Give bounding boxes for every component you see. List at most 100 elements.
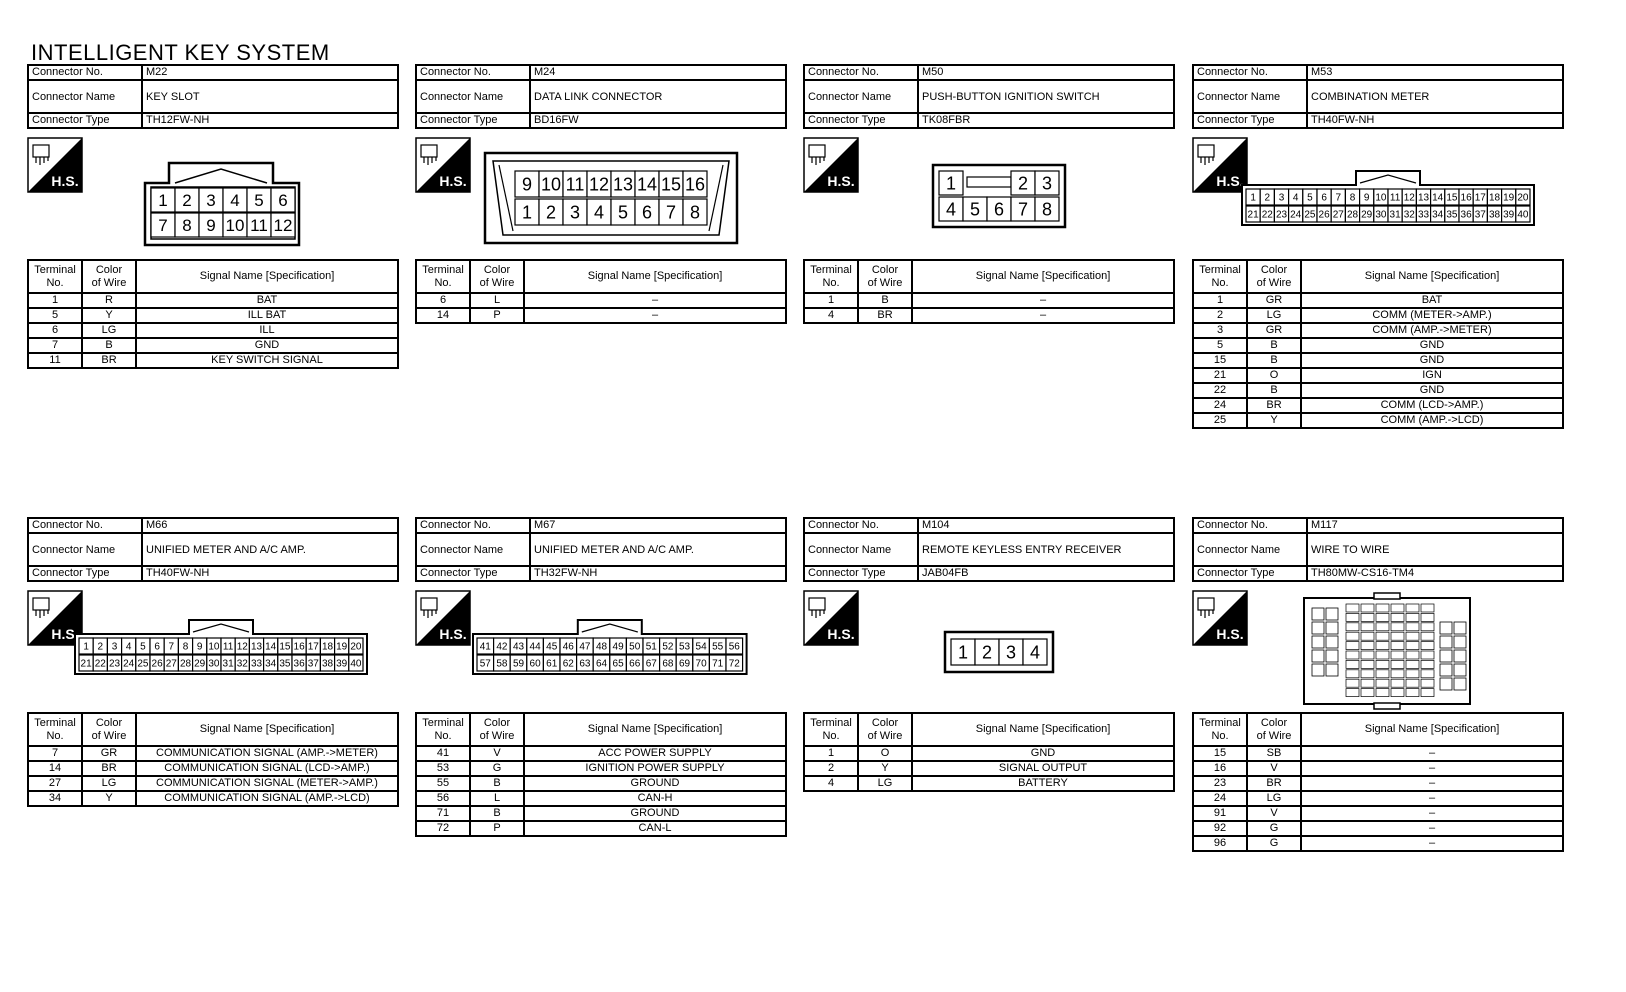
- wire-color-cell: BR: [1246, 397, 1302, 414]
- pin-number: 4: [1293, 193, 1299, 204]
- terminal-header-line2: No.: [434, 276, 452, 289]
- connector-name-value: UNIFIED METER AND A/C AMP.: [141, 532, 399, 567]
- signal-name-cell: GND: [911, 745, 1175, 762]
- pin-number: 6: [154, 642, 160, 653]
- pin-number: 54: [696, 642, 708, 653]
- pin-number: 47: [579, 642, 591, 653]
- pin-number: 4: [230, 191, 239, 210]
- pin-number: 50: [629, 642, 641, 653]
- pin-number: 38: [322, 659, 334, 670]
- pin-number: 7: [1018, 199, 1028, 219]
- pin-cell: [150, 187, 176, 213]
- wire-color-cell: B: [469, 805, 525, 822]
- wire-color-cell: Y: [1246, 412, 1302, 429]
- terminal-header-line2: No.: [1211, 276, 1229, 289]
- pin-number: 20: [350, 642, 362, 653]
- pin-number: 25: [1304, 210, 1316, 221]
- signal-name-cell: IGN: [1300, 367, 1564, 384]
- harness-side-icon: H.S.: [415, 137, 471, 193]
- pin-number: 40: [1517, 210, 1529, 221]
- color-header-line1: Color: [483, 716, 511, 729]
- pin-number: 13: [613, 174, 633, 194]
- terminal-no-cell: 6: [415, 292, 471, 309]
- signal-name-cell: –: [1300, 745, 1564, 762]
- connector-type-value: JAB04FB: [917, 565, 1175, 582]
- pin-number: 7: [169, 642, 175, 653]
- pin-number: 4: [946, 199, 956, 219]
- pin-number: 12: [1404, 193, 1416, 204]
- pin-number: 4: [126, 642, 132, 653]
- connector-type-value: TH40FW-NH: [1306, 112, 1564, 129]
- terminal-no-cell: 14: [415, 307, 471, 324]
- connector-name-value: WIRE TO WIRE: [1306, 532, 1564, 567]
- terminal-header-line2: No.: [46, 729, 64, 742]
- wire-color-cell: V: [1246, 805, 1302, 822]
- color-header-line1: Color: [1260, 263, 1288, 276]
- signal-name-cell: –: [1300, 790, 1564, 807]
- wire-color-cell: BR: [81, 352, 137, 369]
- wire-color-cell: LG: [81, 775, 137, 792]
- pin-number: 34: [1432, 210, 1444, 221]
- connector-no-label: Connector No.: [27, 64, 143, 81]
- pin-number: 2: [546, 202, 556, 222]
- pin-number: 9: [197, 642, 203, 653]
- wire-color-cell: V: [1246, 760, 1302, 777]
- signal-name-cell: KEY SWITCH SIGNAL: [135, 352, 399, 369]
- harness-side-icon: H.S.: [415, 590, 471, 646]
- connector-type-value: TH32FW-NH: [529, 565, 787, 582]
- connector-type-label: Connector Type: [1192, 565, 1308, 582]
- pin-number: 11: [1390, 193, 1401, 204]
- wire-color-cell: G: [1246, 820, 1302, 837]
- pin-number: 68: [662, 659, 674, 670]
- pin-number: 28: [1347, 210, 1359, 221]
- terminal-no-cell: 1: [803, 745, 859, 762]
- pin-number: 40: [350, 659, 362, 670]
- wire-color-cell: BR: [81, 760, 137, 777]
- pin-number: 23: [1276, 210, 1288, 221]
- pin-number: 22: [95, 659, 107, 670]
- hs-label: H.S.: [827, 626, 854, 642]
- pin-cell: [1034, 196, 1060, 222]
- color-header-line2: of Wire: [1256, 729, 1292, 742]
- pin-cell: [610, 198, 636, 226]
- pin-number: 9: [206, 216, 215, 235]
- pin-number: 17: [308, 642, 320, 653]
- pin-number: 38: [1489, 210, 1501, 221]
- pin-cell: [174, 212, 200, 238]
- signal-name-header: Signal Name [Specification]: [911, 712, 1175, 747]
- signal-name-cell: GROUND: [523, 775, 787, 792]
- pin-number: 2: [982, 642, 992, 662]
- connector-no-label: Connector No.: [415, 64, 531, 81]
- wire-color-cell: SB: [1246, 745, 1302, 762]
- signal-name-header: Signal Name [Specification]: [523, 259, 787, 294]
- pin-cell: [198, 187, 224, 213]
- pin-cell: [348, 637, 364, 655]
- pin-number: 7: [1336, 193, 1342, 204]
- connector-type-value: TH12FW-NH: [141, 112, 399, 129]
- pin-number: 33: [251, 659, 263, 670]
- pin-cell: [246, 187, 272, 213]
- terminal-no-cell: 27: [27, 775, 83, 792]
- color-header-line1: Color: [871, 263, 899, 276]
